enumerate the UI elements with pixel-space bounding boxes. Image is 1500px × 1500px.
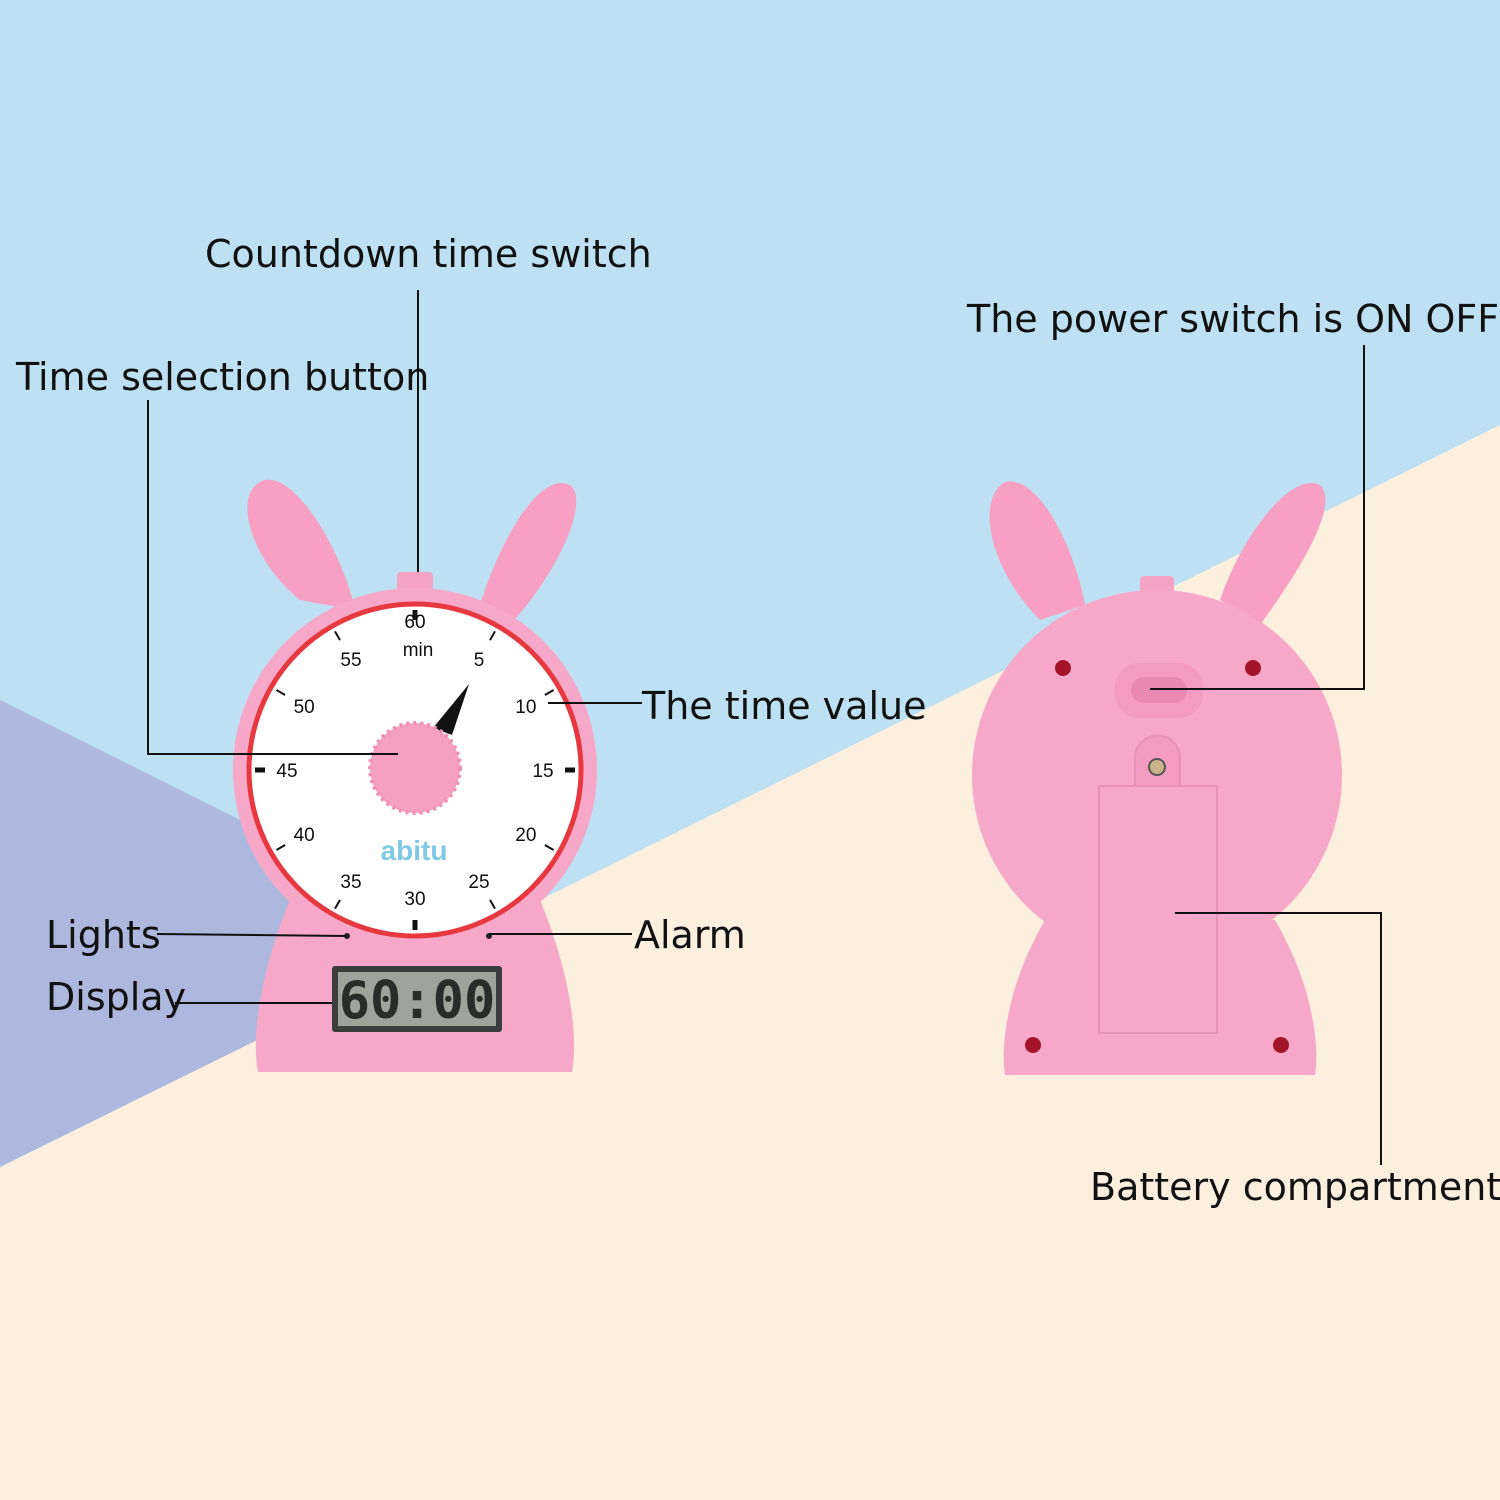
- left-ear: [247, 479, 355, 610]
- brand-logo: abitu: [381, 835, 448, 866]
- timer-front: 60 5 10 15 20 25 30 35 40 45 50 55 min abitu 60:00: [233, 479, 597, 1072]
- dial-number: 30: [404, 889, 425, 910]
- dial-number: 25: [468, 872, 489, 893]
- background-lavender: [0, 700, 470, 1167]
- label-display: Display: [46, 975, 186, 1019]
- dial-tick: [275, 689, 286, 696]
- battery-compartment[interactable]: [1098, 785, 1218, 1034]
- screw-icon: [1148, 758, 1166, 776]
- dial-tick: [544, 844, 555, 851]
- leader-time-selection: [147, 400, 398, 755]
- label-lights: Lights: [46, 913, 161, 957]
- dial-number: 45: [276, 761, 297, 782]
- label-battery: Battery compartments: [1090, 1165, 1500, 1209]
- dial-tick: [334, 899, 341, 910]
- dial-unit: min: [403, 640, 434, 661]
- leader-battery: [1175, 912, 1382, 1165]
- dial-number: 10: [515, 697, 536, 718]
- leader-power: [1150, 345, 1365, 690]
- dial-number: 20: [515, 825, 536, 846]
- back-left-ear: [989, 481, 1085, 620]
- dial-number: 5: [474, 650, 485, 671]
- back-right-ear: [1220, 482, 1326, 625]
- label-time-value: The time value: [641, 684, 926, 728]
- lcd-time: 60:00: [339, 971, 496, 1031]
- label-power-switch: The power switch is ON OFF: [966, 297, 1499, 341]
- dial-tick: [334, 630, 341, 641]
- label-alarm: Alarm: [634, 913, 746, 957]
- dial-tick: [489, 899, 496, 910]
- label-time-selection: Time selection button: [15, 355, 429, 399]
- dial-number: 60: [404, 612, 425, 633]
- pointer: [433, 684, 469, 735]
- right-ear: [480, 482, 577, 625]
- label-countdown-switch: Countdown time switch: [205, 232, 652, 276]
- time-selection-knob[interactable]: [368, 721, 462, 815]
- dial-number: 15: [532, 761, 553, 782]
- countdown-switch[interactable]: [397, 572, 433, 592]
- dial-tick: [275, 844, 286, 851]
- dial-number: 40: [294, 825, 315, 846]
- dial-number: 55: [340, 650, 361, 671]
- leader-lights: [156, 933, 348, 937]
- dial-tick: [489, 630, 496, 641]
- dial-number: 35: [340, 872, 361, 893]
- dial-tick: [544, 689, 555, 696]
- dial-number: 50: [294, 697, 315, 718]
- timer-back: [972, 481, 1342, 1075]
